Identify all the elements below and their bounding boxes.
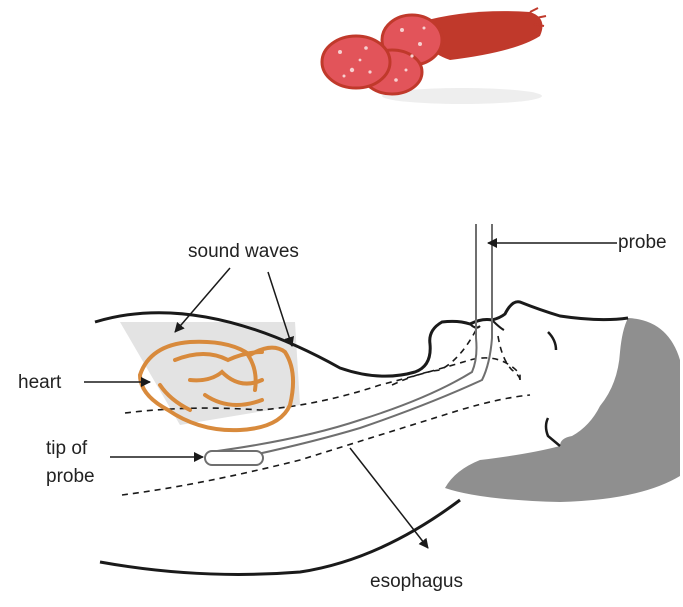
probe-tip xyxy=(205,451,263,465)
label-tip-of-probe-line1: tip of xyxy=(46,438,87,460)
label-tip-of-probe-line2: probe xyxy=(46,466,95,488)
label-sound-waves: sound waves xyxy=(188,241,299,263)
esophagus-arrow xyxy=(350,448,428,548)
label-probe: probe xyxy=(618,232,667,254)
salami-sausage-icon xyxy=(322,8,546,104)
hair xyxy=(445,318,680,502)
label-heart: heart xyxy=(18,372,61,394)
label-esophagus: esophagus xyxy=(370,571,463,593)
